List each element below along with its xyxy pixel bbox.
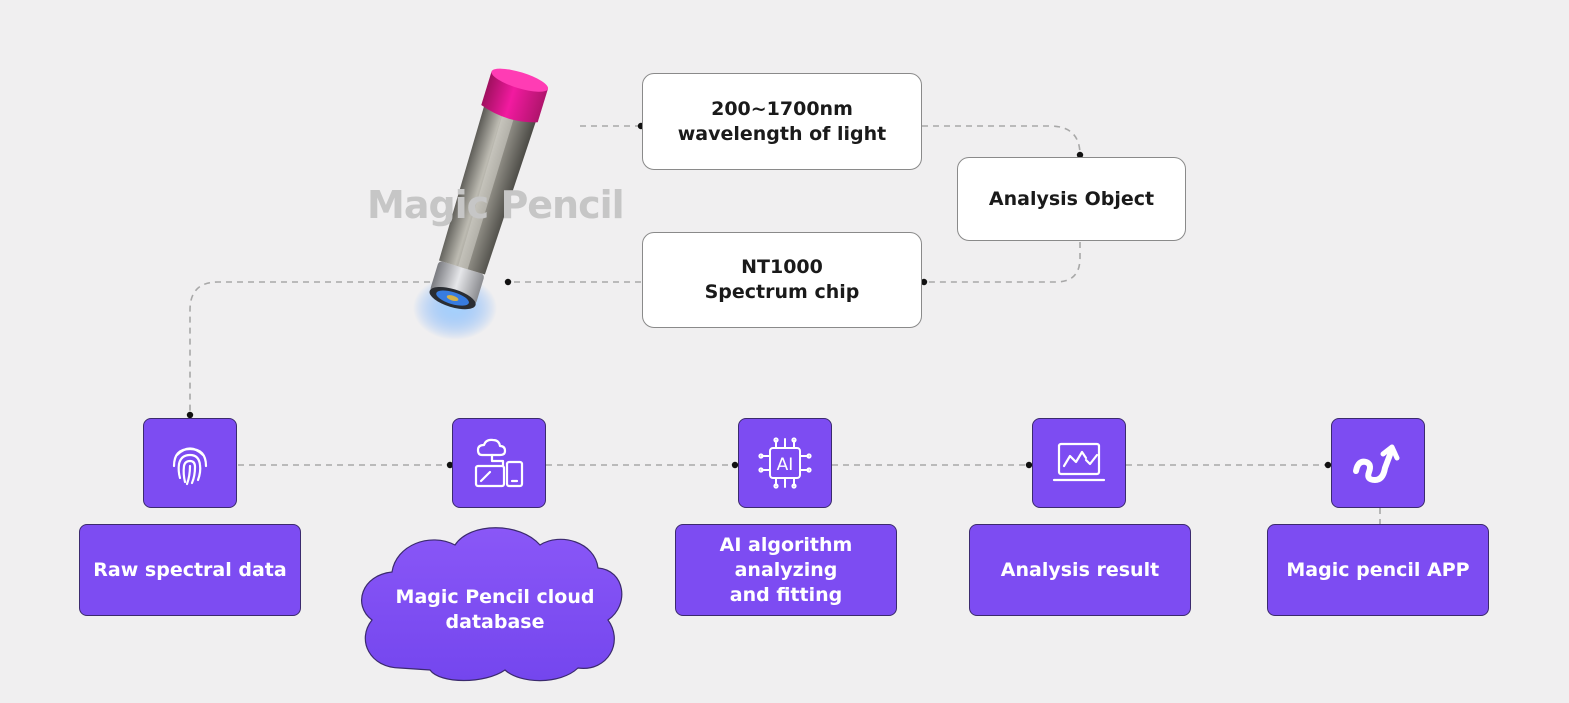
step-label: Magic pencil APP xyxy=(1286,558,1470,581)
connector-object-to-chip xyxy=(924,242,1081,283)
chip-line-2: Spectrum chip xyxy=(704,281,860,303)
analysis-object-label: Analysis Object xyxy=(988,187,1155,210)
step-raw-spectral-data: Raw spectral data xyxy=(79,524,301,616)
step-magic-pencil-app: Magic pencil APP xyxy=(1267,524,1489,616)
connector-lines xyxy=(189,125,1381,524)
step-label-line-1: AI algorithm xyxy=(719,533,853,556)
step-analysis-result: Analysis result xyxy=(969,524,1191,616)
step-cloud-database: Magic Pencil cloud database xyxy=(370,585,620,635)
cloud-devices-icon xyxy=(452,418,546,508)
connector-wavelength-to-object xyxy=(922,125,1081,156)
step-label-line-1: Magic Pencil cloud xyxy=(395,586,595,608)
ai-chip-icon: AI xyxy=(738,418,832,508)
fingerprint-icon xyxy=(143,418,237,508)
step-label: Raw spectral data xyxy=(93,558,287,581)
wavelength-box: 200~1700nm wavelength of light xyxy=(642,73,922,170)
wavelength-line-1: 200~1700nm xyxy=(711,97,853,120)
analysis-object-box: Analysis Object xyxy=(957,157,1186,241)
connector-pencil-to-raw xyxy=(189,281,430,416)
app-logo-icon xyxy=(1331,418,1425,508)
wavelength-line-2: wavelength of light xyxy=(677,122,887,145)
step-label-line-2: database xyxy=(445,611,545,633)
spectrum-chip-box: NT1000 Spectrum chip xyxy=(642,232,922,328)
step-label-line-2: analyzing xyxy=(734,558,838,581)
magic-pencil-device xyxy=(413,68,549,340)
chip-line-1: NT1000 xyxy=(741,256,823,278)
cloud-shape xyxy=(361,527,623,682)
ai-chip-text: AI xyxy=(777,455,794,475)
laptop-chart-icon xyxy=(1032,418,1126,508)
step-ai-algorithm: AI algorithm analyzing and fitting xyxy=(675,524,897,616)
step-label: Analysis result xyxy=(1000,558,1160,581)
step-label-line-3: and fitting xyxy=(729,583,843,606)
brand-watermark: Magic Pencil xyxy=(367,183,625,227)
